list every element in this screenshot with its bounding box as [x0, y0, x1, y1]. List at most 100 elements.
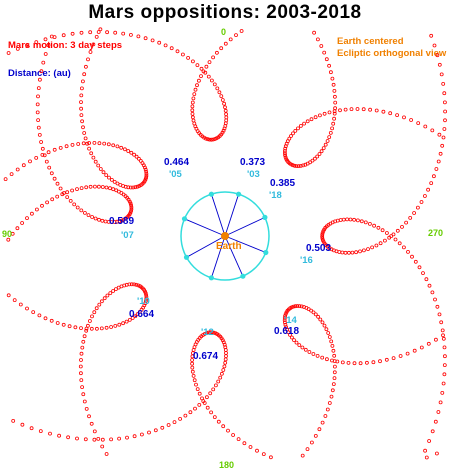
- mars-position-dot: [367, 221, 372, 226]
- mars-position-dot: [203, 70, 208, 75]
- distance-legend: Distance: (au): [8, 68, 71, 79]
- mars-position-dot: [319, 44, 324, 48]
- mars-position-dot: [207, 137, 212, 142]
- mars-position-dot: [430, 290, 435, 295]
- mars-position-dot: [100, 185, 105, 189]
- mars-position-dot: [46, 43, 51, 48]
- mars-position-dot: [298, 124, 303, 128]
- year-label-12: '12: [201, 327, 214, 338]
- mars-position-dot: [100, 218, 105, 223]
- earth-position-marker: [208, 191, 214, 197]
- mars-position-dot: [72, 202, 77, 207]
- mars-position-dot: [39, 140, 43, 144]
- distance-label-03: 0.373: [240, 157, 265, 168]
- mars-position-dot: [384, 357, 389, 362]
- mars-position-dot: [36, 86, 41, 90]
- mars-position-dot: [64, 144, 69, 149]
- mars-position-dot: [204, 64, 209, 69]
- mars-position-dot: [327, 63, 332, 68]
- mars-position-dot: [84, 328, 89, 333]
- mars-position-dot: [36, 94, 40, 99]
- mars-position-dot: [128, 185, 133, 190]
- mars-position-dot: [443, 118, 447, 123]
- mars-position-dot: [282, 151, 287, 156]
- mars-position-dot: [300, 345, 305, 350]
- mars-position-dot: [326, 331, 331, 335]
- mars-position-dot: [190, 112, 195, 116]
- mars-position-dot: [295, 304, 300, 308]
- degree-mark-right: 270: [428, 228, 443, 238]
- mars-position-dot: [150, 38, 155, 43]
- mars-position-dot: [358, 361, 363, 366]
- mars-position-dot: [331, 348, 336, 353]
- earth-position-marker: [262, 214, 268, 220]
- mars-position-dot: [333, 100, 338, 105]
- distance-label-07: 0.589: [109, 216, 134, 227]
- mars-position-dot: [436, 159, 441, 164]
- mars-position-dot: [440, 390, 445, 395]
- mars-position-dot: [196, 78, 201, 83]
- mars-position-dot: [410, 254, 414, 259]
- mars-position-dot: [219, 94, 224, 98]
- mars-position-dot: [443, 109, 448, 114]
- mars-position-dot: [178, 416, 183, 421]
- mars-position-dot: [102, 296, 107, 301]
- mars-position-dot: [129, 207, 134, 212]
- mars-position-dot: [195, 63, 200, 67]
- mars-position-dot: [213, 383, 218, 388]
- mars-position-dot: [211, 387, 216, 392]
- mars-position-dot: [117, 322, 122, 327]
- mars-position-dot: [79, 358, 83, 362]
- mars-position-dot: [116, 285, 121, 290]
- mars-position-dot: [25, 306, 29, 311]
- mars-position-dot: [183, 413, 188, 418]
- mars-position-dot: [191, 373, 196, 378]
- mars-position-dot: [58, 186, 63, 191]
- mars-position-dot: [87, 414, 91, 419]
- mars-position-dot: [48, 431, 52, 436]
- mars-position-dot: [80, 86, 84, 91]
- mars-position-dot: [401, 245, 406, 250]
- mars-position-dot: [55, 194, 60, 199]
- mars-position-dot: [79, 106, 83, 111]
- mars-position-dot: [95, 326, 99, 331]
- mars-position-dot: [223, 41, 228, 46]
- mars-position-dot: [406, 249, 410, 254]
- mars-position-dot: [331, 382, 336, 387]
- opposition-line-07: [184, 218, 226, 237]
- mars-position-dot: [75, 187, 79, 192]
- mars-position-dot: [192, 378, 197, 383]
- mars-position-dot: [419, 200, 424, 204]
- distance-label-05: 0.464: [164, 157, 189, 168]
- mars-position-dot: [126, 149, 131, 153]
- mars-position-dot: [296, 164, 301, 169]
- mars-position-dot: [193, 406, 197, 411]
- mars-position-dot: [283, 313, 288, 318]
- mars-position-dot: [310, 158, 315, 163]
- mars-position-dot: [359, 219, 364, 224]
- mars-position-dot: [354, 250, 359, 255]
- mars-position-dot: [283, 144, 288, 149]
- mars-position-dot: [205, 137, 210, 142]
- mars-position-dot: [366, 247, 370, 252]
- mars-position-dot: [190, 365, 195, 370]
- mars-position-dot: [298, 163, 303, 168]
- mars-position-dot: [424, 455, 429, 460]
- mars-position-dot: [435, 53, 440, 58]
- mars-position-dot: [330, 388, 335, 393]
- mars-position-dot: [322, 323, 327, 328]
- mars-position-dot: [376, 225, 381, 230]
- mars-position-dot: [79, 371, 83, 376]
- mars-position-dot: [211, 330, 216, 335]
- mars-position-dot: [70, 142, 75, 147]
- mars-position-dot: [79, 208, 84, 213]
- mars-position-dot: [332, 111, 337, 116]
- mars-position-dot: [205, 405, 210, 410]
- mars-position-dot: [332, 89, 337, 93]
- mars-position-dot: [223, 357, 228, 362]
- mars-path-dots: [3, 27, 448, 460]
- year-label-16: '16: [300, 255, 313, 266]
- mars-position-dot: [224, 115, 229, 120]
- mars-position-dot: [404, 220, 409, 225]
- mars-position-dot: [42, 153, 47, 158]
